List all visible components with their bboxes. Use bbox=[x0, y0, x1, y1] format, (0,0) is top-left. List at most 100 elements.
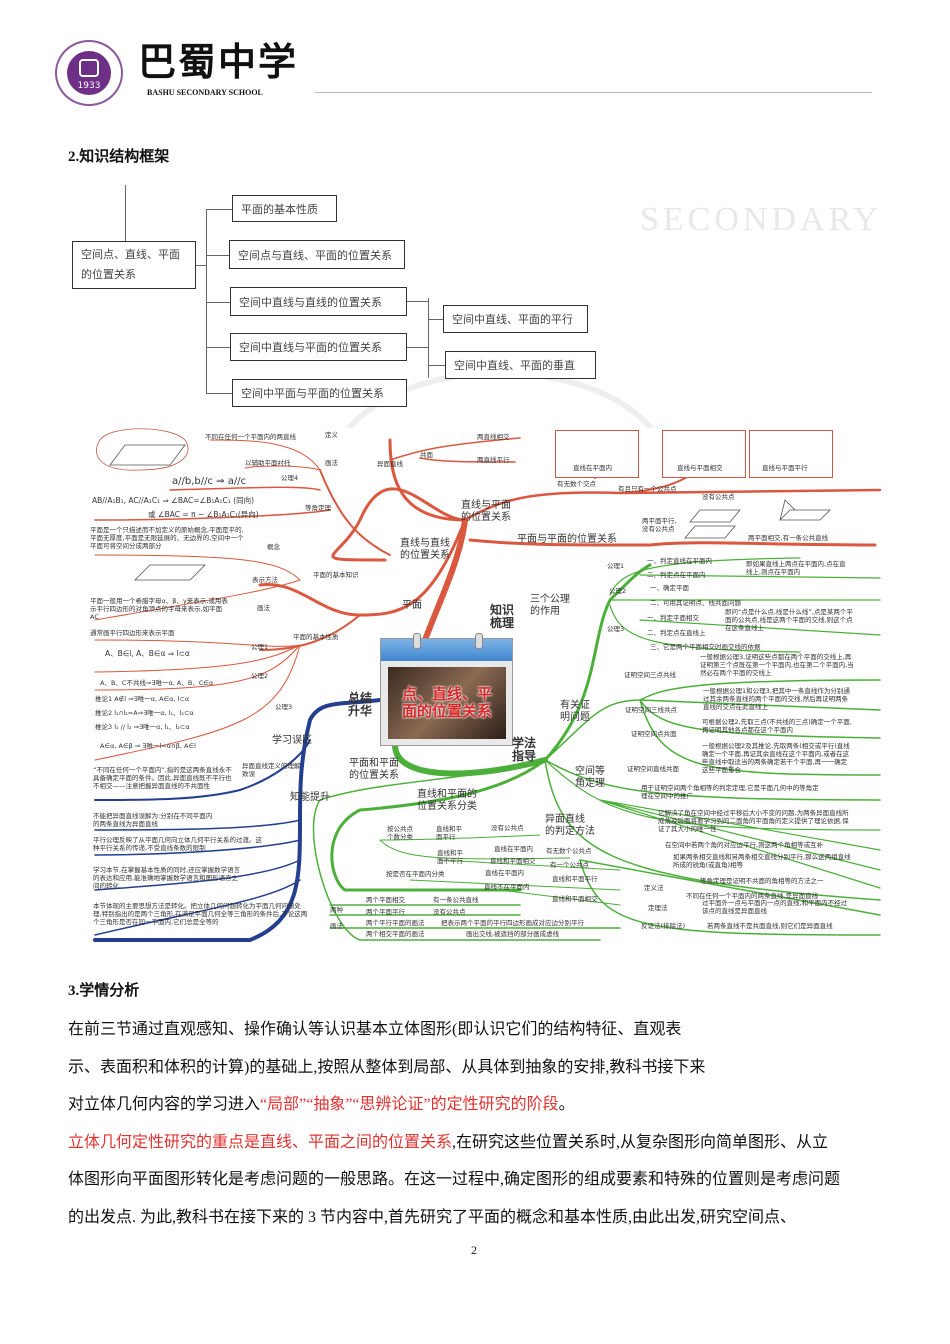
mind-map-node: 二、可用其证明点、线共面问题 bbox=[650, 599, 741, 607]
mind-map-node: 没有公共点 bbox=[491, 824, 524, 832]
mind-map-node: 直线与直线 的位置关系 bbox=[400, 538, 450, 561]
mind-map-node: 不同在任何一个平面内的两条直线,是异面直线 bbox=[686, 892, 819, 900]
mind-map-node: 直线与平面相交 bbox=[677, 464, 723, 472]
connector-line bbox=[428, 365, 445, 366]
mind-map-node: 画法 bbox=[330, 922, 343, 930]
mind-map-node: 有无数个交点 bbox=[557, 480, 596, 488]
mind-map-node: 没有公共点 bbox=[702, 493, 735, 501]
logo-year: 1933 bbox=[77, 81, 101, 91]
mind-map-node: 空间等 角定理 bbox=[575, 766, 605, 789]
mind-map-node: 两平面相交,有一条公共直线 bbox=[748, 534, 829, 542]
text-span: ,在研究这些位置关系时,从复杂图形向简单图形、从立 bbox=[452, 1133, 829, 1151]
mind-map-node: “不同在任何一个平面内”,指的是这两条直线永不具备确定平面的条件。因此,异面直线… bbox=[93, 766, 232, 790]
mind-map-node: 两平面平行, 没有公共点 bbox=[642, 517, 677, 533]
mind-map-node: a//b,b//c ⇒ a//c bbox=[172, 476, 247, 487]
mind-map-node: A、B∈l, A、B∈α ⇒ l⊂α bbox=[105, 649, 190, 658]
mind-map-node: 证明空间点共面 bbox=[631, 730, 677, 738]
method-branches bbox=[312, 557, 881, 941]
connector-line bbox=[206, 209, 232, 210]
center-topic-title: 点、直线、平面的位置关系 bbox=[401, 685, 492, 720]
connector-line bbox=[206, 255, 229, 256]
paragraph-line: 体图形向平面图形转化是考虑问题的一般思路。在这一过程中,确定图形的组成要素和特殊… bbox=[68, 1165, 840, 1189]
school-name-en: BASHU SECONDARY SCHOOL bbox=[147, 88, 263, 97]
highlighted-text: “局部”“抽象”“思辨论证”的定性研究的阶段 bbox=[260, 1096, 559, 1114]
mind-map-node: 没有公共点 bbox=[433, 908, 466, 916]
mind-map-node: 可根据公理2,先取三点(不共线的三点)确定一个平面,再证明其他各点都在这个平面内 bbox=[702, 718, 852, 734]
mind-map-node: 或 ∠BAC = π − ∠B₁A₁C₁(异向) bbox=[148, 510, 259, 519]
calendar-header-icon bbox=[381, 639, 512, 661]
mind-map-node: A、B、C不共线⇒∃唯一α, A、B、C∈α bbox=[100, 679, 214, 687]
level2-box: 空间中直线、平面的垂直 bbox=[445, 351, 596, 379]
mind-map-node: 画法 bbox=[257, 604, 270, 612]
connector-line bbox=[206, 347, 230, 348]
mind-map-node: 概念 bbox=[267, 543, 280, 551]
level1-box: 平面的基本性质 bbox=[232, 195, 337, 222]
mind-map-node: 定义 bbox=[325, 431, 338, 439]
mind-map-node: 有一条公共直线 bbox=[433, 896, 479, 904]
mind-map-node: 证明空间三点共线 bbox=[624, 671, 676, 679]
calendar-ring-icon bbox=[475, 633, 483, 649]
figure-line-in-plane bbox=[555, 430, 639, 478]
watermark-text: SECONDARY bbox=[640, 201, 882, 238]
mind-map-node: 平面和平面 的位置关系 bbox=[349, 758, 399, 781]
mind-map-node: 总结 升华 bbox=[348, 691, 373, 718]
connector-line bbox=[407, 347, 428, 348]
mind-map-node: 证明空间三线共点 bbox=[625, 706, 677, 714]
mind-map-node: 两种 bbox=[330, 906, 343, 914]
mind-map-node: 推论2 l₁∩l₂=A⇒∃唯一α, l₁、l₂⊂α bbox=[95, 709, 194, 717]
mind-map-node: 共面 bbox=[420, 451, 433, 459]
mind-map-node: 二、判定点在平面内 bbox=[647, 571, 706, 579]
figure-line-parallel-plane bbox=[749, 430, 833, 478]
connector-line bbox=[206, 209, 207, 394]
mind-map-node: 过平面外一点与平面内一点的直线,和平面内不经过该点的直线是异面直线 bbox=[702, 899, 848, 915]
mind-map-node: 画法 bbox=[325, 459, 338, 467]
mind-map-node: 直线与平面平行 bbox=[762, 464, 808, 472]
center-topic-card: 点、直线、平面的位置关系 bbox=[380, 633, 513, 746]
abacus-image: 点、直线、平面的位置关系 bbox=[388, 667, 506, 739]
paragraph-line: 的出发点. 为此,教科书在接下来的 3 节内容中,首先研究了平面的概念和基本性质… bbox=[68, 1203, 796, 1227]
mind-map-node: 两个平面平行 bbox=[366, 908, 405, 916]
mind-map-node: 按是否在平面内分类 bbox=[386, 870, 445, 878]
mind-map-node: 直线不在平面内 bbox=[484, 883, 530, 891]
mind-map-node: 一、判定直线在平面内 bbox=[647, 557, 712, 565]
mind-map-node: 有无数个公共点 bbox=[546, 847, 592, 855]
mind-map-node: 等角定理是证明不共面的角相等的方法之一 bbox=[700, 877, 824, 885]
mind-map-node: 学习误区 bbox=[272, 735, 312, 746]
connector-line bbox=[206, 302, 230, 303]
mind-map-node: 不能把异面直线误解为:分别在不同平面内的两条直线为异面直线 bbox=[93, 812, 213, 828]
mind-map-node: 学法 指导 bbox=[512, 736, 537, 763]
mind-map-node: 平行公理反映了从平面几何向立体几何平行关系的过渡。这种平行关系的传递,不受直线条… bbox=[93, 836, 262, 852]
school-logo: 1933 bbox=[55, 40, 123, 106]
mind-map-node: 公理3 bbox=[607, 625, 625, 633]
mind-map-node: 异面直线定义的理解致误 bbox=[242, 762, 301, 778]
mind-map-node: 通常画平行四边形来表示平面 bbox=[90, 629, 175, 637]
section-title-structure: 2.知识结构框架 bbox=[68, 149, 170, 165]
calendar-ring-icon bbox=[413, 633, 421, 649]
mind-map-node: 平面的基本性质 bbox=[293, 633, 339, 641]
mind-map-node: 直线和平面的 位置关系分类 bbox=[417, 789, 477, 812]
mind-map-node: 公理1 bbox=[607, 562, 625, 570]
mind-map-node: 如果两条相交直线和另两条相交直线分别平行,那么这两组直线所成的锐角(或直角)相等 bbox=[673, 853, 851, 869]
paragraph-line: 立体几何定性研究的重点是直线、平面之间的位置关系,在研究这些位置关系时,从复杂图… bbox=[68, 1128, 828, 1152]
mind-map-node: 本节体现的主要思想方法是转化。把立体几何问题转化为平面几何问题处理,特别指出的是… bbox=[93, 902, 308, 926]
mind-map-node: 有且只有一个公共点 bbox=[618, 485, 677, 493]
mind-map-node: 一、确定平面 bbox=[650, 584, 689, 592]
level1-box: 空间中直线与直线的位置关系 bbox=[230, 287, 407, 316]
mind-map-node: 三、它是两个平面相交时画交线的依据 bbox=[650, 643, 761, 651]
mind-map-node: 不同在任何一个平面内的两直线 bbox=[205, 433, 296, 441]
connector-line bbox=[206, 393, 232, 394]
mind-map-node: 两个平面相交 bbox=[366, 896, 405, 904]
mind-map-node: 异面直线 bbox=[377, 460, 403, 468]
text-span: 的出发点. 为此,教科书在接下来的 3 节内容中,首先研究了平面的概念和基本性质… bbox=[68, 1209, 797, 1226]
mind-map-node: 一般根据公理1和公理3,把其中一条直线作为分别通过其余两条直线的两个平面的交线,… bbox=[703, 687, 850, 711]
mind-map-node: 有关证 明问题 bbox=[560, 700, 590, 723]
level1-box: 空间点与直线、平面的位置关系 bbox=[229, 240, 405, 269]
mind-map-node: 学习本节,在掌握基本性质的同时,还应掌握数学语言的表达和应用,能准确地掌握数学语… bbox=[93, 866, 241, 890]
mind-map-node: 异面直线 的判定方法 bbox=[545, 814, 595, 837]
mind-map-node: 公理4 bbox=[281, 474, 299, 482]
mind-map-node: 公理3 bbox=[275, 703, 293, 711]
mind-map-node: 直线和平面相交 bbox=[552, 895, 598, 903]
root-box: 空间点、直线、平面的位置关系 bbox=[72, 241, 196, 289]
mind-map-node: 表示方法 bbox=[252, 576, 278, 584]
mind-map-node: 把表示两个平面的平行四边形画成对应边分别平行 bbox=[441, 919, 584, 927]
